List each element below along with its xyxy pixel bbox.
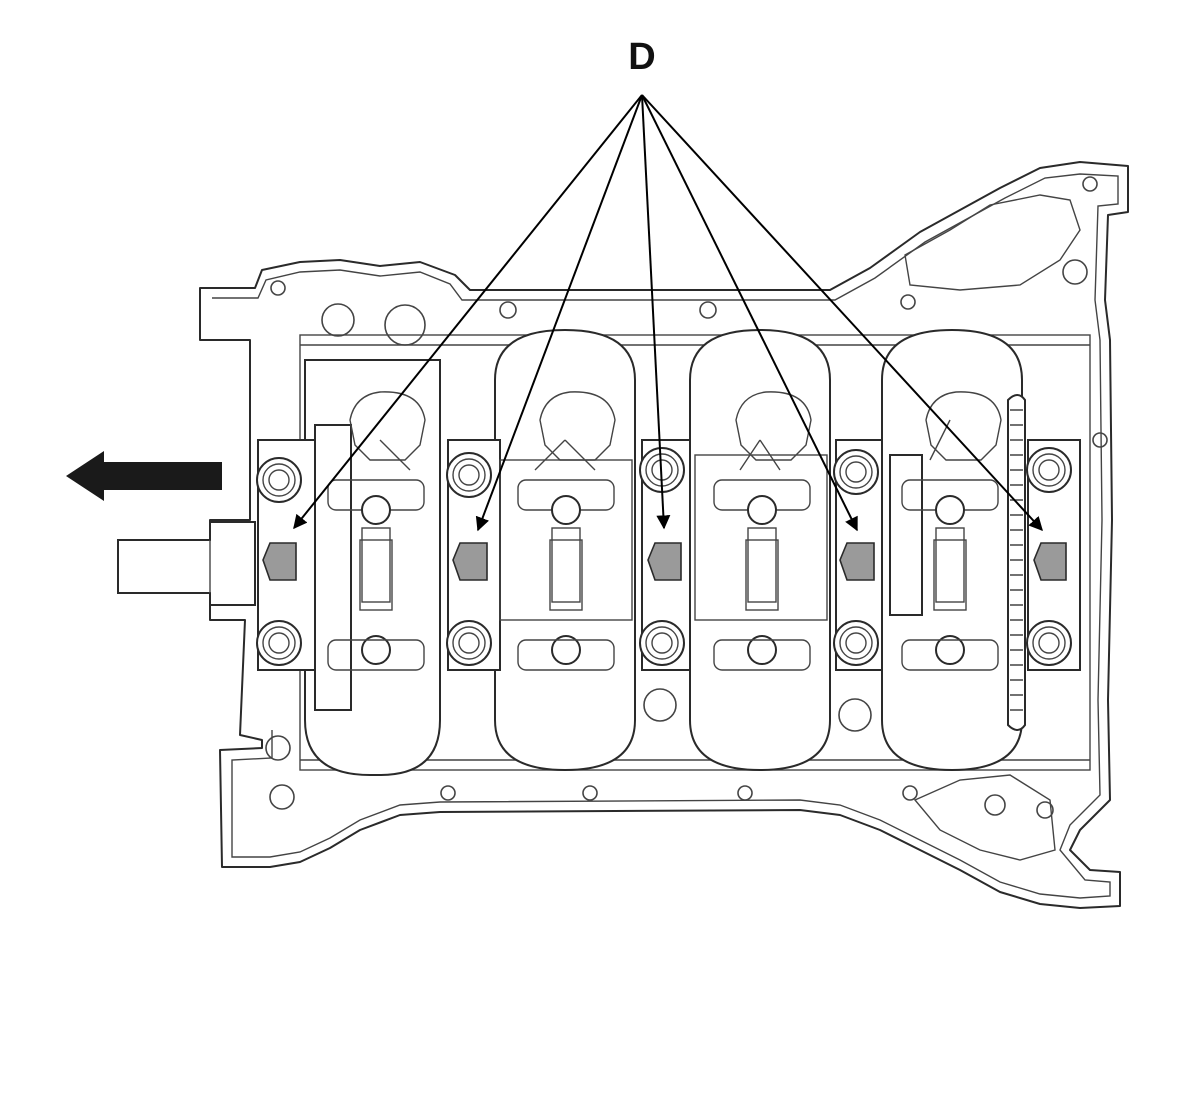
block-holes	[265, 176, 1108, 819]
marked-bearing-caps	[262, 542, 1067, 581]
cylinder-bays	[304, 328, 1023, 776]
bearing-cap-2	[452, 542, 488, 581]
crankshaft-nose	[117, 521, 256, 606]
bearing-cap-4	[839, 542, 875, 581]
engine-block-inner-outline	[212, 173, 1119, 899]
timing-gear-ring	[1007, 394, 1026, 731]
callout-label-d: D	[628, 36, 656, 78]
left-arrow-icon	[66, 451, 222, 501]
bearing-cap-3	[647, 542, 682, 581]
engine-block-outline	[199, 161, 1129, 909]
crank-throws	[327, 391, 1002, 671]
bearing-cap-1	[262, 542, 297, 581]
callout-leaders	[293, 94, 1043, 532]
bearing-cap-5	[1033, 542, 1067, 581]
